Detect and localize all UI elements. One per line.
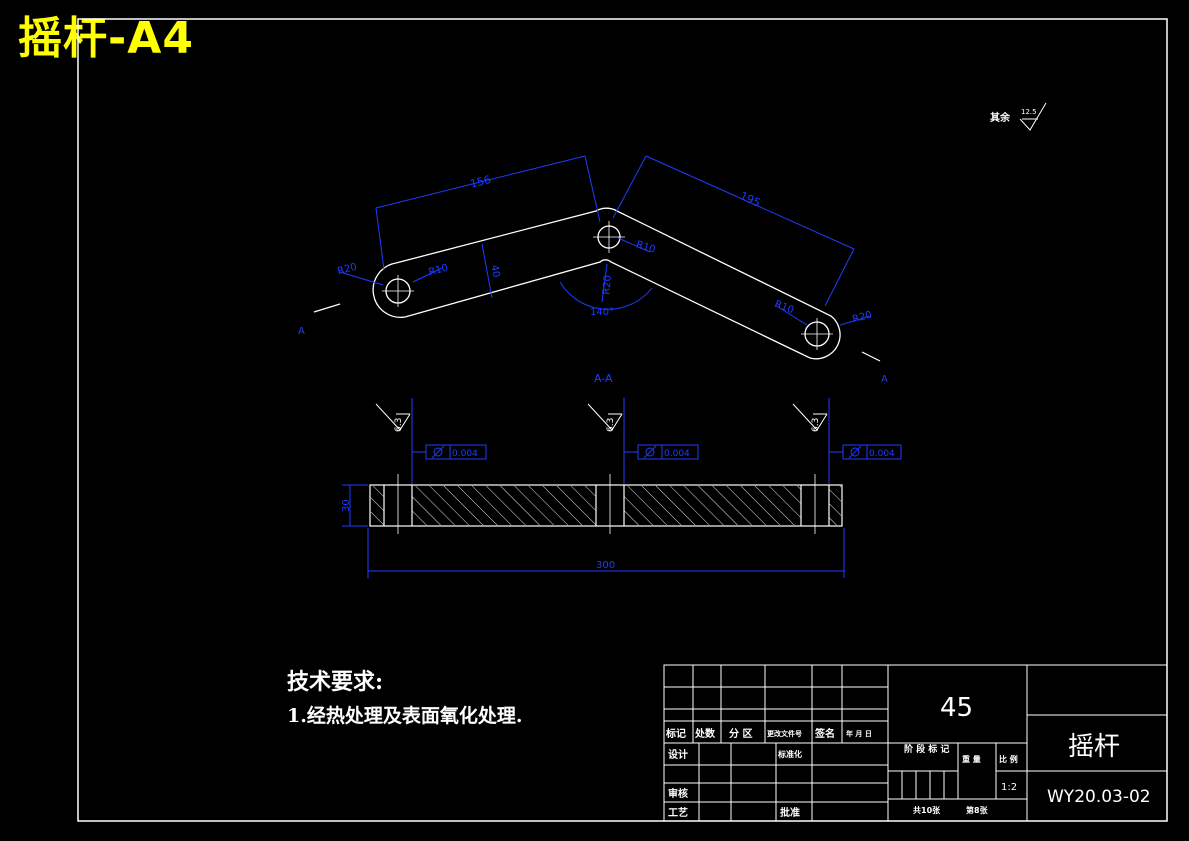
tb-design: 设计: [668, 748, 688, 761]
sheet-title: 摇杆-A4: [18, 13, 194, 64]
section-cut-right: [861, 351, 881, 362]
tb-date: 年 月 日: [846, 729, 872, 738]
section-mark-left: A: [298, 326, 305, 337]
plan-dimensions: [339, 155, 871, 326]
dim-r10-right: R10: [773, 299, 795, 317]
section-body: [369, 484, 843, 527]
section-mark-right: A: [881, 374, 888, 385]
title-block: [663, 664, 1168, 822]
dim-r10-mid: R10: [635, 239, 657, 256]
tech-requirements-title: 技术要求:: [287, 669, 384, 695]
tb-scale-value: 1:2: [1001, 782, 1017, 793]
tolerance-frames: [412, 444, 902, 460]
hatch-1: [371, 486, 384, 525]
section-dimensions: [342, 398, 845, 578]
section-cut-left: [313, 303, 341, 313]
dim-len-left: 156: [469, 173, 493, 191]
dim-r20-mid: R20: [601, 275, 614, 296]
center-lines: [382, 221, 833, 350]
rocker-plan-view: A A: [298, 207, 888, 385]
tolerance-value-3: 0.004: [869, 449, 895, 459]
tb-zone: 分 区: [729, 727, 752, 740]
tb-mark: 标记: [665, 727, 686, 740]
tb-process: 工艺: [668, 806, 688, 819]
rocker-outline: [372, 207, 841, 360]
dim-angle: 140°: [590, 307, 614, 318]
hatch-2: [412, 486, 596, 525]
tb-drawing-number: WY20.03-02: [1047, 787, 1151, 807]
tb-sheets-total: 共10张: [913, 805, 941, 815]
tb-part-name: 摇杆: [1068, 732, 1120, 762]
roughness-value-3: 6.3: [811, 418, 821, 432]
dim-r10-left: R10: [428, 263, 450, 279]
roughness-note-symbol: [1019, 102, 1047, 131]
tb-sheet-no: 第8张: [966, 805, 989, 815]
roughness-note-label: 其余: [990, 111, 1011, 124]
roughness-value-2: 6.3: [606, 418, 616, 432]
dim-width: 40: [488, 264, 501, 278]
roughness-note-value: 12.5: [1021, 108, 1037, 116]
roughness-symbols: [375, 403, 828, 431]
tb-signature: 签名: [814, 727, 835, 740]
hatch-3: [624, 486, 801, 525]
tb-review: 审核: [668, 787, 688, 800]
dim-total-length: 300: [596, 560, 615, 571]
hatch-4: [829, 486, 841, 525]
sheet-frame: [77, 18, 1168, 822]
tolerance-value-2: 0.004: [664, 449, 690, 459]
dim-r20-left: R20: [336, 262, 358, 278]
roughness-value-1: 6.3: [394, 418, 404, 432]
tb-material: 45: [940, 693, 973, 723]
tb-scale-label: 比 例: [999, 754, 1018, 764]
tech-requirement-item: 1.经热处理及表面氧化处理.: [287, 705, 523, 727]
tb-weight: 重 量: [962, 754, 981, 764]
hole-edges: [383, 485, 830, 526]
tb-standardize: 标准化: [777, 749, 802, 759]
dim-thickness: 30: [341, 499, 352, 512]
tb-approve: 批准: [780, 806, 800, 819]
tb-count: 处数: [694, 727, 716, 740]
tolerance-value-1: 0.004: [452, 449, 478, 459]
section-label: A-A: [594, 372, 613, 385]
tb-change-doc: 更改文件号: [767, 729, 802, 738]
dim-r20-right: R20: [851, 310, 873, 326]
tb-stage-mark: 阶 段 标 记: [904, 743, 949, 755]
section-view: [369, 474, 843, 534]
section-centerlines: [397, 474, 816, 534]
